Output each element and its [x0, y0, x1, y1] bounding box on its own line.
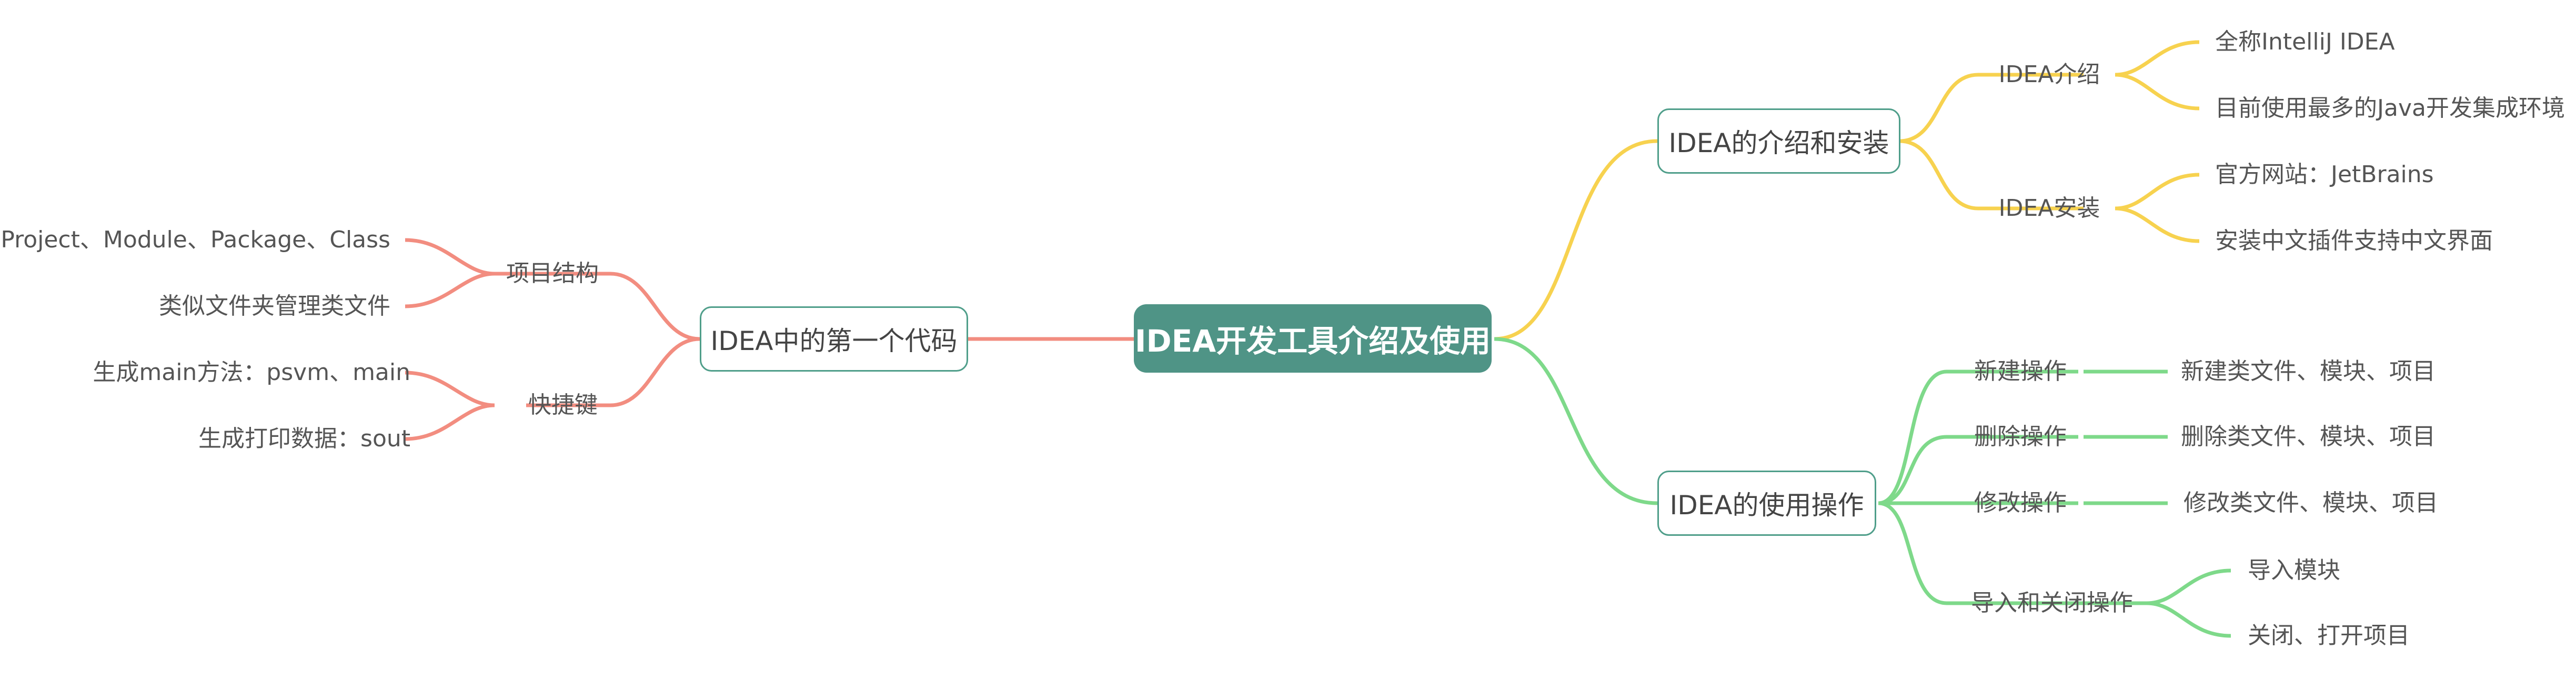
- connector-import-leaf1: [2146, 568, 2231, 605]
- connector-righttop-intro: [1899, 73, 2084, 143]
- leaf-install-website[interactable]: 官方网站：JetBrains: [2215, 161, 2434, 188]
- connector-structure-leaf2: [405, 272, 495, 308]
- connector-rb-delete: [1878, 435, 2078, 505]
- node-new-operation[interactable]: 新建操作: [1974, 358, 2067, 385]
- connector-intro-leaf1: [2115, 40, 2200, 77]
- connector-intro-leaf2: [2115, 73, 2200, 111]
- node-modify-operation[interactable]: 修改操作: [1974, 490, 2067, 516]
- connector-root-rightbottom: [1494, 337, 1658, 505]
- leaf-modify[interactable]: 修改类文件、模块、项目: [2183, 490, 2438, 516]
- leaf-shortcut-main[interactable]: 生成main方法：psvm、main: [93, 359, 410, 386]
- leaf-structure-items[interactable]: Project、Module、Package、Class: [1, 226, 390, 253]
- node-import-close-operation[interactable]: 导入和关闭操作: [1971, 590, 2133, 616]
- node-project-structure[interactable]: 项目结构: [506, 260, 599, 287]
- leaf-intro-fullname[interactable]: 全称IntelliJ IDEA: [2215, 28, 2395, 55]
- leaf-import-module[interactable]: 导入模块: [2248, 557, 2340, 584]
- node-delete-operation[interactable]: 删除操作: [1974, 423, 2067, 450]
- connector-shortcut-leaf1: [405, 371, 495, 407]
- connector-root-righttop: [1494, 139, 1658, 341]
- connector-left-structure: [495, 272, 700, 341]
- connector-install-leaf2: [2115, 206, 2200, 243]
- node-shortcuts[interactable]: 快捷键: [528, 392, 598, 418]
- leaf-new[interactable]: 新建类文件、模块、项目: [2181, 358, 2436, 385]
- connector-left-shortcut: [526, 337, 700, 407]
- node-idea-intro-install[interactable]: IDEA的介绍和安装: [1657, 108, 1900, 174]
- leaf-intro-popular[interactable]: 目前使用最多的Java开发集成环境: [2215, 95, 2565, 122]
- connector-install-leaf1: [2115, 173, 2200, 211]
- connector-structure-leaf1: [405, 238, 495, 276]
- leaf-delete[interactable]: 删除类文件、模块、项目: [2181, 423, 2436, 450]
- leaf-shortcut-sout[interactable]: 生成打印数据：sout: [198, 425, 410, 452]
- root-node[interactable]: IDEA开发工具介绍及使用: [1134, 304, 1492, 373]
- leaf-install-plugin[interactable]: 安装中文插件支持中文界面: [2215, 227, 2493, 254]
- connector-import-leaf2: [2146, 601, 2231, 638]
- leaf-close-open-project[interactable]: 关闭、打开项目: [2248, 622, 2410, 649]
- connector-rb-new: [1878, 370, 2078, 505]
- connector-righttop-install: [1899, 139, 2084, 211]
- node-idea-install[interactable]: IDEA安装: [1998, 195, 2100, 222]
- leaf-structure-folder[interactable]: 类似文件夹管理类文件: [159, 293, 390, 319]
- connector-rb-import: [1878, 501, 2147, 605]
- node-idea-intro[interactable]: IDEA介绍: [1998, 61, 2100, 88]
- node-idea-usage[interactable]: IDEA的使用操作: [1657, 471, 1876, 536]
- connector-shortcut-leaf2: [405, 403, 495, 441]
- node-first-code[interactable]: IDEA中的第一个代码: [700, 306, 968, 372]
